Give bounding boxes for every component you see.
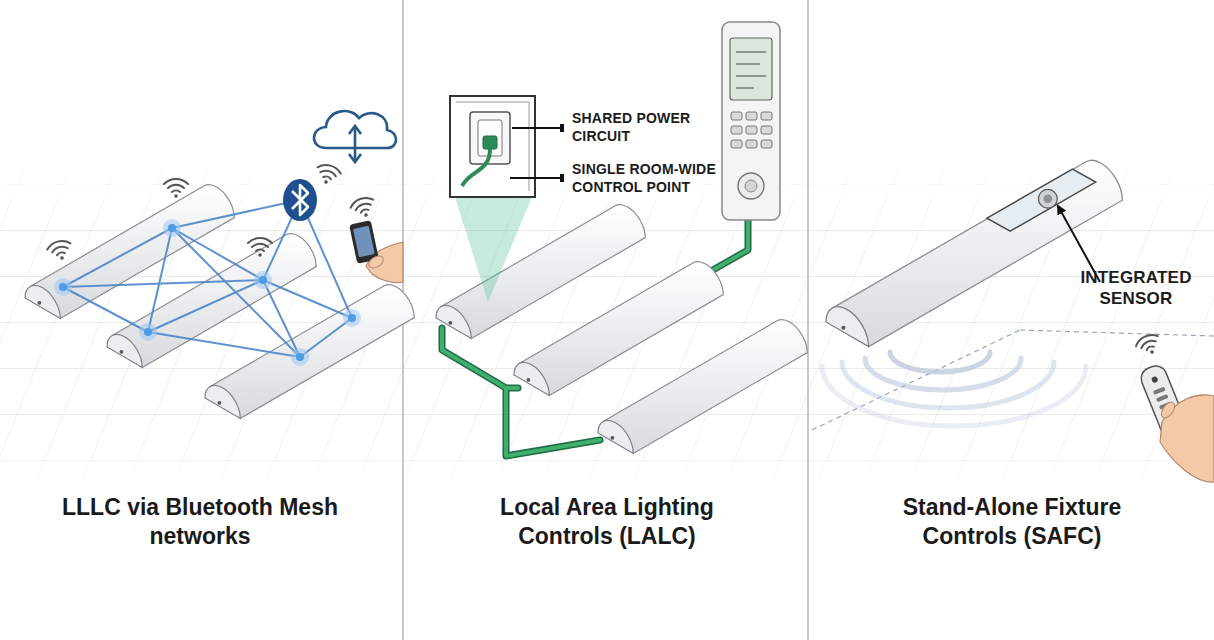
leader-end bbox=[560, 124, 564, 132]
sync-arrow-up bbox=[349, 126, 361, 134]
node-glow bbox=[343, 309, 361, 327]
detection-boundary bbox=[812, 330, 1020, 430]
wifi-symbol bbox=[248, 238, 272, 257]
mesh-node bbox=[296, 353, 304, 361]
wifi-symbol bbox=[46, 239, 74, 263]
wifi-symbol bbox=[164, 179, 188, 198]
sync-arrow-shaft bbox=[354, 128, 357, 160]
mesh-node bbox=[168, 224, 176, 232]
remote-button bbox=[1153, 387, 1166, 395]
mesh-node bbox=[259, 276, 267, 284]
sensor-wave bbox=[822, 366, 1086, 426]
control-buttons bbox=[731, 112, 772, 148]
thumb bbox=[1159, 400, 1178, 420]
sensor-wave bbox=[890, 352, 990, 372]
control-button bbox=[761, 126, 772, 134]
mesh-node bbox=[144, 328, 152, 336]
remote-button bbox=[1156, 394, 1169, 402]
control-button bbox=[746, 140, 757, 148]
plug-cord bbox=[462, 149, 490, 186]
screen-line bbox=[736, 87, 754, 89]
wifi-symbol bbox=[314, 163, 342, 187]
thumb bbox=[367, 254, 386, 271]
panel-caption: Stand-Alone Fixture Controls (SAFC) bbox=[862, 493, 1162, 551]
wifi-symbol bbox=[1134, 332, 1164, 359]
remote-button bbox=[1151, 376, 1159, 384]
sensor-waves bbox=[822, 352, 1086, 426]
callout-beam bbox=[455, 197, 532, 302]
detection-boundary bbox=[1020, 330, 1214, 336]
wifi-symbol bbox=[349, 195, 378, 221]
mesh-link bbox=[148, 280, 263, 332]
green-wire bbox=[442, 328, 518, 388]
leader-line bbox=[512, 127, 562, 129]
sync-arrow-down bbox=[349, 154, 361, 162]
callout-label: SINGLE ROOM-WIDE CONTROL POINT bbox=[572, 161, 742, 196]
control-button bbox=[746, 126, 757, 134]
panel-caption: Local Area Lighting Controls (LALC) bbox=[457, 493, 757, 551]
mesh-link bbox=[148, 228, 172, 332]
panel-caption: LLLC via Bluetooth Mesh networks bbox=[30, 493, 370, 551]
callout-box bbox=[450, 96, 535, 197]
panel-divider bbox=[807, 0, 809, 640]
mesh-nodes bbox=[54, 219, 361, 366]
floor-grid bbox=[0, 150, 1214, 490]
control-button bbox=[761, 140, 772, 148]
fixture-with-sensor bbox=[826, 160, 1122, 346]
node-glow bbox=[254, 271, 272, 289]
leader-end bbox=[560, 174, 564, 182]
mesh-link bbox=[300, 318, 352, 357]
plug bbox=[483, 136, 497, 149]
light-fixture bbox=[205, 285, 414, 419]
leader-line bbox=[510, 177, 562, 179]
callout-label: INTEGRATED SENSOR bbox=[1066, 267, 1206, 310]
sensor bbox=[1038, 189, 1057, 208]
wire-outline bbox=[442, 328, 518, 388]
light-fixture bbox=[598, 320, 807, 454]
sensor-window bbox=[987, 169, 1096, 231]
mesh-link bbox=[63, 287, 148, 332]
mesh-node bbox=[59, 283, 67, 291]
green-wire bbox=[506, 388, 600, 456]
node-glow bbox=[291, 348, 309, 366]
control-screen bbox=[730, 38, 772, 100]
light-fixture bbox=[826, 160, 1122, 346]
sensor-wave bbox=[842, 362, 1054, 408]
mesh-links bbox=[63, 200, 352, 357]
wire-outline bbox=[506, 388, 600, 456]
dial-center bbox=[745, 180, 757, 192]
callout-label: SHARED POWER CIRCUIT bbox=[572, 110, 712, 145]
bluetooth-icon bbox=[283, 179, 317, 221]
control-button bbox=[731, 140, 742, 148]
control-button bbox=[731, 112, 742, 120]
mesh-link bbox=[63, 280, 263, 287]
control-dial bbox=[738, 173, 764, 199]
mesh-link bbox=[263, 280, 300, 357]
node-glow bbox=[139, 323, 157, 341]
sensor-lens bbox=[1044, 194, 1053, 203]
sensor-wave bbox=[865, 358, 1021, 390]
mesh-link bbox=[172, 200, 300, 228]
control-button bbox=[746, 112, 757, 120]
screen-line bbox=[736, 63, 760, 65]
control-button bbox=[761, 112, 772, 120]
mesh-node bbox=[348, 314, 356, 322]
node-glow bbox=[163, 219, 181, 237]
mesh-link bbox=[172, 228, 263, 280]
screen-line bbox=[736, 51, 766, 53]
screen-line bbox=[736, 75, 766, 77]
mesh-link bbox=[148, 332, 300, 357]
control-button bbox=[731, 126, 742, 134]
mesh-link bbox=[63, 228, 172, 287]
bluetooth-rune bbox=[292, 185, 308, 215]
control-panel bbox=[722, 22, 780, 220]
phone-screen bbox=[353, 226, 375, 258]
node-glow bbox=[54, 278, 72, 296]
